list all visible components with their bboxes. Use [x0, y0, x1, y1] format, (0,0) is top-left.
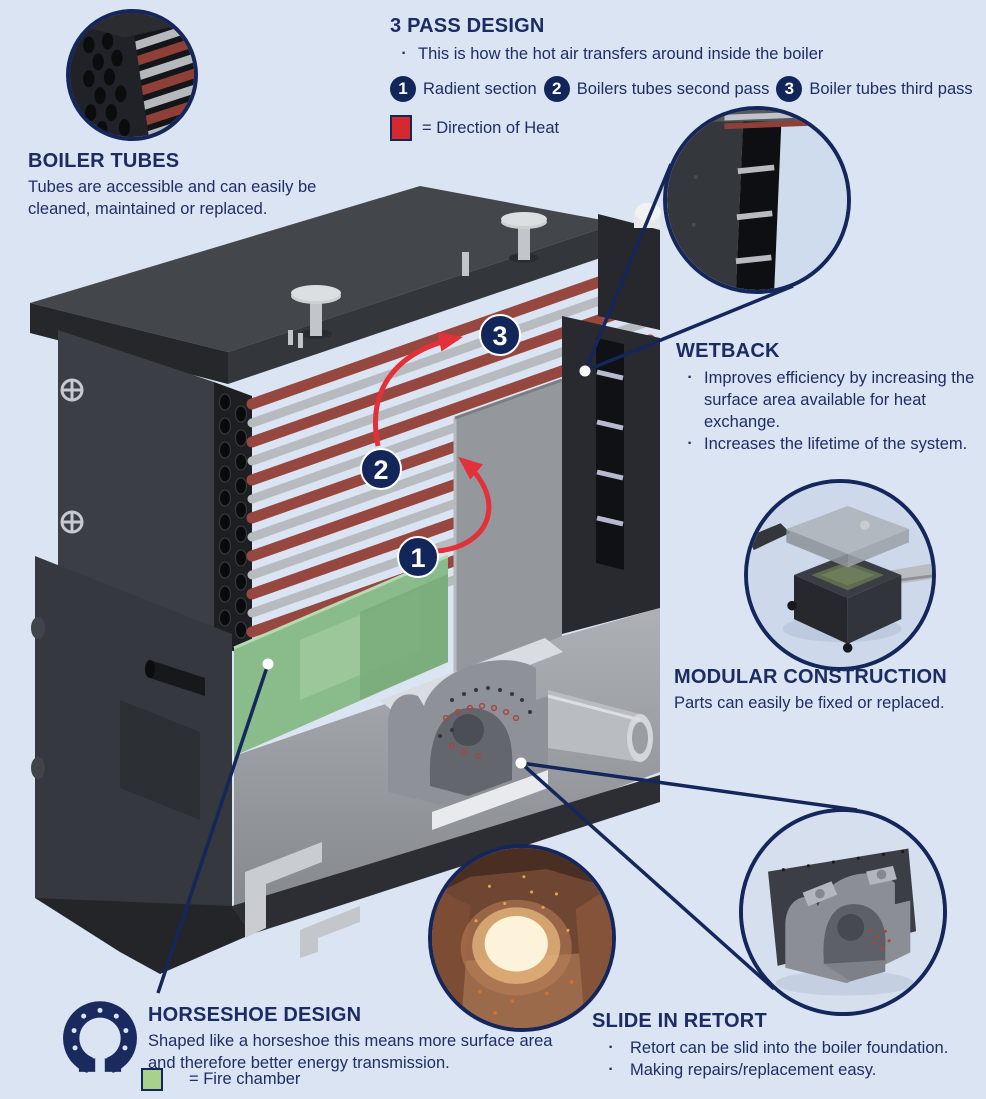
leader-lines [156, 163, 858, 994]
modular-title: MODULAR CONSTRUCTION [674, 666, 947, 688]
svg-text:2: 2 [373, 455, 388, 485]
anchor-dot-retort [515, 757, 527, 769]
three-pass-bullet-text: This is how the hot air transfers around… [418, 45, 824, 63]
three-pass-title: 3 PASS DESIGN [390, 15, 545, 37]
horseshoe-icon [63, 1001, 137, 1073]
wetback-photo [663, 106, 851, 294]
wetback-title: WETBACK [676, 340, 780, 362]
slide-in-retort-photo-art [743, 812, 943, 1012]
bullet-dot: · [687, 435, 693, 453]
wetback-bullet-2: Increases the lifetime of the system. [704, 435, 968, 454]
fire-chamber-label: = Fire chamber [189, 1070, 301, 1089]
leader-line-wetback-b [584, 284, 794, 373]
heat-arrow-pass2 [373, 331, 463, 447]
boiler-tubes-title: BOILER TUBES [28, 150, 180, 172]
tube-sheet [214, 382, 252, 658]
bullet-dot: · [401, 45, 407, 62]
svg-text:1: 1 [410, 543, 425, 573]
retort-title: SLIDE IN RETORT [592, 1010, 767, 1032]
leader-line-wetback-a [583, 163, 673, 372]
pass-badge-3 [479, 314, 521, 356]
fire-chamber-photo-art [432, 848, 612, 1028]
fire-chamber-swatch [141, 1068, 163, 1091]
anchor-dot-wetback [579, 365, 591, 377]
boiler-tubes-photo-art [70, 13, 194, 137]
heat-direction-swatch [390, 115, 412, 142]
bullet-dot: · [687, 369, 693, 386]
heat-direction-label: = Direction of Heat [422, 119, 560, 138]
pass-2-label: Boilers tubes second pass [576, 79, 770, 98]
boiler-left-panel [58, 330, 214, 642]
pass-badge-2 [360, 448, 402, 490]
pass-item-1: 1 Radient section [390, 76, 537, 103]
pass-item-3: 3 Boiler tubes third pass [776, 76, 973, 103]
pass-2-badge: 2 [543, 76, 570, 103]
fire-chamber-green [233, 554, 449, 756]
pass-item-2: 2 Boilers tubes second pass [543, 76, 770, 103]
svg-text:3: 3 [492, 321, 507, 351]
boiler-tubes-body: Tubes are accessible and can easily be c… [28, 178, 317, 219]
leader-line-horseshoe [156, 663, 270, 994]
fire-chamber-legend: = Fire chamber [141, 1068, 300, 1091]
retort-in-boiler [380, 638, 653, 830]
leader-line-retort-b [519, 761, 776, 991]
lower-casing [31, 556, 232, 950]
wetback-bullet-1: Improves efficiency by increasing the su… [704, 369, 975, 432]
retort-bullet-1: Retort can be slid into the boiler found… [630, 1039, 949, 1057]
slide-in-retort-photo [739, 808, 947, 1016]
pass-3-badge: 3 [776, 76, 803, 103]
steam-vent-icons [288, 212, 547, 348]
refractory-column [453, 378, 563, 680]
horseshoe-section: HORSESHOE DESIGN Shaped like a horseshoe… [148, 1004, 560, 1074]
pass-badge-1 [397, 536, 439, 578]
heat-flow-arrows [373, 331, 492, 554]
leader-line-retort-a [520, 761, 858, 812]
retort-section: SLIDE IN RETORT · Retort can be slid int… [592, 1010, 984, 1081]
modular-section: MODULAR CONSTRUCTION Parts can easily be… [674, 666, 984, 714]
modular-construction-photo-art [748, 483, 932, 667]
bullet-dot: · [608, 1039, 614, 1056]
bullet-dot: · [608, 1061, 614, 1079]
pass-1-badge: 1 [390, 76, 416, 103]
horseshoe-title: HORSESHOE DESIGN [148, 1004, 362, 1026]
three-pass-section: 3 PASS DESIGN · This is how the hot air … [390, 15, 976, 142]
modular-body: Parts can easily be fixed or replaced. [674, 694, 945, 712]
boiler-top-slab [30, 186, 618, 384]
pass-3-label: Boiler tubes third pass [809, 79, 973, 98]
leader-anchor-dots [262, 365, 591, 769]
horseshoe-body: Shaped like a horseshoe this means more … [148, 1032, 553, 1073]
heat-arrow-pass1 [436, 456, 492, 554]
wetback-photo-art [667, 110, 847, 290]
wetback-section: WETBACK · Improves efficiency by increas… [676, 340, 978, 455]
right-wall-wetback [562, 316, 660, 634]
boiler-tubes-photo [66, 9, 198, 141]
boiler-base [35, 775, 660, 974]
modular-construction-photo [744, 479, 936, 671]
retort-bullet-2: Making repairs/replacement easy. [630, 1061, 877, 1080]
boiler-tubes-section: BOILER TUBES Tubes are accessible and ca… [28, 150, 363, 220]
pass-1-label: Radient section [423, 79, 537, 98]
pass-badges-on-illustration: 1 2 3 [360, 314, 521, 578]
anchor-dot-horseshoe [262, 658, 274, 670]
